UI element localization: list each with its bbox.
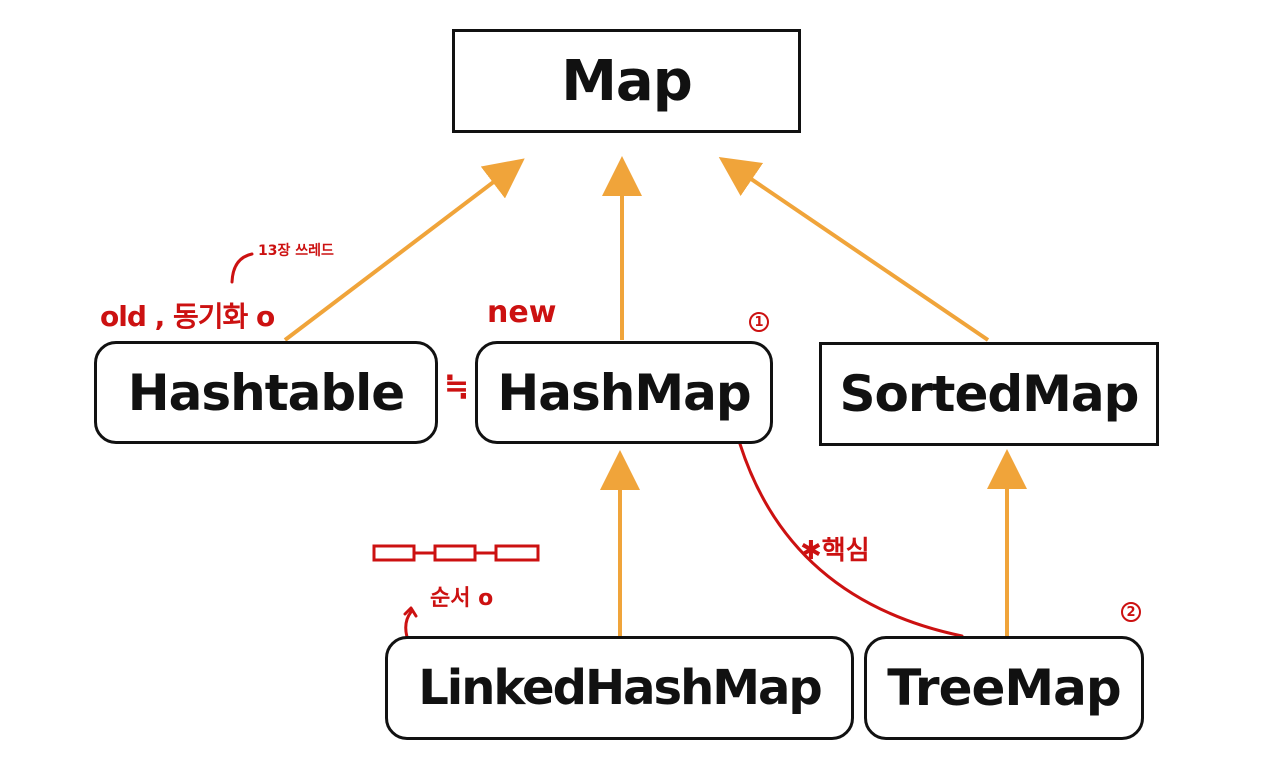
thread-note-hook [230, 252, 254, 284]
linkedhashmap-class-node: LinkedHashMap [385, 636, 854, 740]
treemap-class-node: TreeMap [864, 636, 1144, 740]
linkedhashmap-linked-part: Linked [418, 660, 587, 716]
order-note: 순서 o [430, 586, 494, 611]
approx-equal-note: ≒ [444, 369, 470, 404]
treemap-label: TreeMap [887, 659, 1121, 717]
hashmap-number-badge: 1 [749, 312, 769, 332]
thread-chapter-note: 13장 쓰레드 [258, 243, 334, 259]
map-label: Map [561, 48, 693, 114]
core-note: ✱핵심 [800, 536, 870, 566]
new-note: new [487, 295, 557, 330]
sortedmap-label: SortedMap [839, 365, 1140, 423]
treemap-number-badge: 2 [1121, 602, 1141, 622]
map-interface-node: Map [452, 29, 801, 133]
sortedmap-interface-node: SortedMap [819, 342, 1159, 446]
linkedhashmap-hashmap-part: HashMap [584, 660, 823, 716]
linkedhashmap-label: LinkedHashMap [418, 660, 823, 716]
hashmap-treemap-curve [738, 442, 964, 638]
hashmap-class-node: HashMap [475, 341, 773, 444]
old-sync-note: old , 동기화 o [100, 300, 275, 333]
hashmap-label: HashMap [497, 363, 751, 422]
linked-list-sketch-icon [372, 544, 540, 562]
hashtable-class-node: Hashtable [94, 341, 438, 444]
hashtable-label: Hashtable [127, 363, 405, 422]
arrow-sortedmap-to-map [718, 157, 990, 342]
arrow-hashtable-to-map [283, 158, 525, 342]
